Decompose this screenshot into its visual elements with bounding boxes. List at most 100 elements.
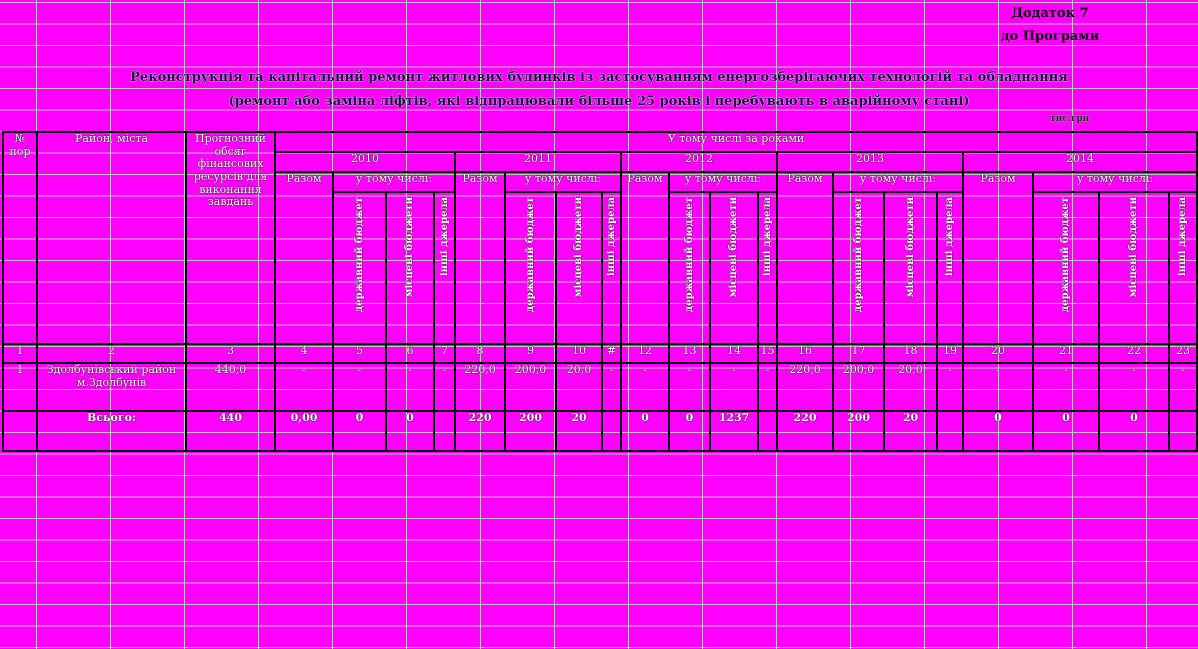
header-year-2010: 2010 <box>274 151 456 173</box>
total-cell: 0,00 <box>274 410 334 452</box>
total-cell: 0 <box>1098 410 1170 452</box>
doc-subtitle: (ремонт або заміна ліфтів, які відпрацюв… <box>228 94 970 109</box>
row-num: 1 <box>2 362 38 412</box>
col-number: 20 <box>962 343 1034 364</box>
header-incl: у тому числі: <box>332 171 456 193</box>
total-cell: 0 <box>962 410 1034 452</box>
header-local-budget: місцеві бюджети <box>555 191 603 345</box>
total-cell: 0 <box>332 410 387 452</box>
units-label: тис.грн <box>1050 114 1090 124</box>
cell: - <box>620 362 670 412</box>
table-row: 1 Здолбунівський район м.Здолбунів 440,0… <box>2 362 1198 412</box>
cell: - <box>433 362 456 412</box>
total-num <box>2 410 38 452</box>
col-number: 4 <box>274 343 334 364</box>
header-by-years: У тому числі за роками <box>273 131 1198 153</box>
total-cell <box>936 410 964 452</box>
header-other-sources: інші джерела <box>601 191 622 345</box>
col-number: 14 <box>709 343 759 364</box>
cell: 20,0 <box>883 362 938 412</box>
col-number: 1 <box>2 343 38 364</box>
total-cell: 200 <box>832 410 885 452</box>
row-district: Здолбунівський район м.Здолбунів <box>36 362 187 412</box>
cell: - <box>1167 362 1198 412</box>
column-number-row: 1 2 3 4 5 6 7 8 9 10 # 12 13 14 15 16 17… <box>2 343 1198 364</box>
header-other-sources: інші джерела <box>757 191 778 345</box>
total-cell <box>1167 410 1198 452</box>
col-number: 5 <box>332 343 387 364</box>
cell: - <box>332 362 387 412</box>
total-cell: 0 <box>385 410 435 452</box>
header-local-budget: місцеві бюджети <box>385 191 435 345</box>
cell: - <box>1098 362 1170 412</box>
col-number: 23 <box>1167 343 1198 364</box>
header-local-budget: місцеві бюджети <box>1098 191 1170 345</box>
header-incl: у тому числі: <box>668 171 778 193</box>
total-label: Всього: <box>36 410 187 452</box>
total-cell: 0 <box>1032 410 1100 452</box>
cell: - <box>601 362 622 412</box>
col-number: # <box>601 343 622 364</box>
cell: - <box>709 362 759 412</box>
header-incl: у тому числі: <box>832 171 964 193</box>
annex-program: до Програми <box>1000 29 1100 44</box>
col-number: 10 <box>555 343 603 364</box>
total-cell: 1237 <box>709 410 759 452</box>
total-cell: 220 <box>454 410 506 452</box>
col-number: 21 <box>1032 343 1100 364</box>
col-number: 19 <box>936 343 964 364</box>
header-volume: Прогнозний обсяг фінансових ресурсів для… <box>185 131 276 345</box>
header-other-sources: інші джерела <box>433 191 456 345</box>
col-number: 16 <box>776 343 834 364</box>
total-cell: 440 <box>185 410 276 452</box>
cell: 220,0 <box>454 362 506 412</box>
header-state-budget: державний бюджет <box>832 191 885 345</box>
header-year-2012: 2012 <box>620 151 778 173</box>
header-year-2011: 2011 <box>454 151 622 173</box>
annex-label: Додаток 7 <box>1011 6 1089 21</box>
total-cell <box>757 410 778 452</box>
header-num: № пор <box>2 131 38 345</box>
cell: - <box>668 362 711 412</box>
col-number: 18 <box>883 343 938 364</box>
header-local-budget: місцеві бюджети <box>883 191 938 345</box>
header-state-budget: державний бюджет <box>1032 191 1100 345</box>
cell: - <box>1032 362 1100 412</box>
total-cell: 220 <box>776 410 834 452</box>
doc-title: Реконструкція та капітальний ремонт житл… <box>130 70 1068 85</box>
cell: - <box>274 362 334 412</box>
total-cell <box>433 410 456 452</box>
cell: - <box>757 362 778 412</box>
cell: 200,0 <box>504 362 557 412</box>
header-total: Разом <box>776 171 834 345</box>
col-number: 12 <box>620 343 670 364</box>
header-total: Разом <box>962 171 1034 345</box>
col-number: 6 <box>385 343 435 364</box>
header-other-sources: інші джерела <box>936 191 964 345</box>
col-number: 13 <box>668 343 711 364</box>
header-total: Разом <box>274 171 334 345</box>
cell: 440,0 <box>185 362 276 412</box>
total-cell: 0 <box>620 410 670 452</box>
program-table: № пор Район, міста Прогнозний обсяг фіна… <box>2 131 1198 452</box>
total-cell: 200 <box>504 410 557 452</box>
cell: 20,0 <box>555 362 603 412</box>
col-number: 15 <box>757 343 778 364</box>
header-year-2013: 2013 <box>776 151 964 173</box>
col-number: 8 <box>454 343 506 364</box>
col-number: 22 <box>1098 343 1170 364</box>
cell: - <box>962 362 1034 412</box>
cell: 220,0 <box>776 362 834 412</box>
col-number: 9 <box>504 343 557 364</box>
total-row: Всього: 440 0,00 0 0 220 200 20 0 0 1237… <box>2 410 1198 452</box>
total-cell: 20 <box>555 410 603 452</box>
total-cell: 0 <box>668 410 711 452</box>
cell: - <box>936 362 964 412</box>
col-number: 3 <box>185 343 276 364</box>
header-incl: у тому числі: <box>1031 171 1198 193</box>
header-state-budget: державний бюджет <box>668 191 711 345</box>
header-state-budget: державний бюджет <box>504 191 557 345</box>
header-other-sources: інші джерела <box>1167 191 1198 345</box>
total-cell: 20 <box>883 410 938 452</box>
header-total: Разом <box>454 171 506 345</box>
